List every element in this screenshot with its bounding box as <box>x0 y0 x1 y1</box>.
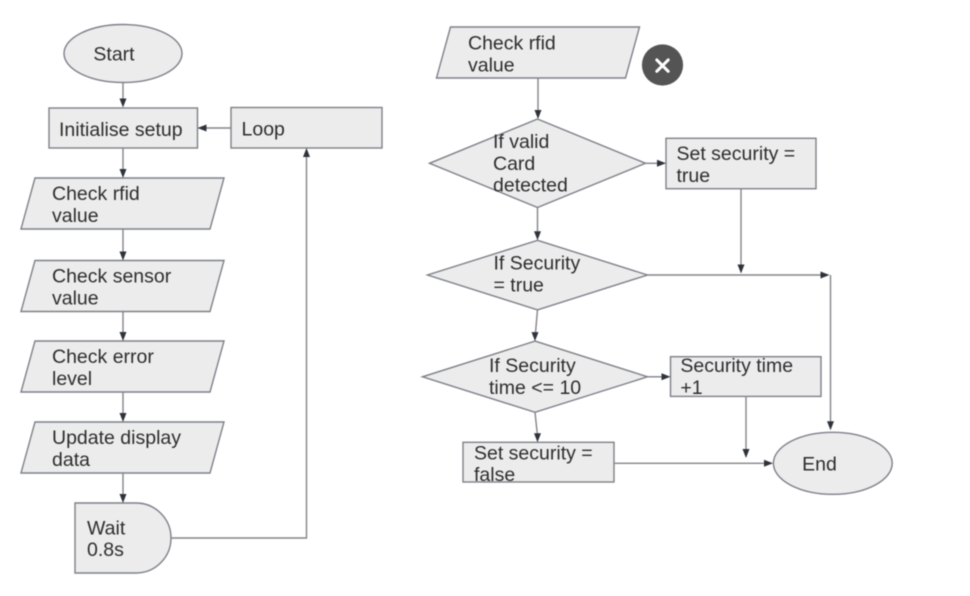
svg-text:End: End <box>802 454 837 476</box>
svg-text:Set security =: Set security = <box>474 443 593 465</box>
svg-text:If Security: If Security <box>489 355 576 377</box>
svg-text:value: value <box>468 55 515 77</box>
svg-text:Wait: Wait <box>87 517 126 539</box>
svg-text:Check sensor: Check sensor <box>52 266 172 288</box>
svg-text:If Security: If Security <box>494 253 581 275</box>
svg-text:Card: Card <box>493 153 535 175</box>
svg-text:Start: Start <box>93 44 135 66</box>
svg-text:0.8s: 0.8s <box>87 539 124 561</box>
svg-text:time <= 10: time <= 10 <box>489 377 581 399</box>
svg-text:detected: detected <box>493 174 568 196</box>
svg-text:Check error: Check error <box>52 346 154 368</box>
svg-text:level: level <box>52 368 92 390</box>
svg-text:Security time: Security time <box>680 355 793 377</box>
svg-text:false: false <box>474 464 515 486</box>
svg-text:+1: +1 <box>680 377 702 399</box>
svg-text:Check rfid: Check rfid <box>468 33 556 55</box>
svg-text:= true: = true <box>494 275 544 297</box>
svg-text:Check rfid: Check rfid <box>52 183 140 205</box>
svg-text:If valid: If valid <box>493 131 549 153</box>
svg-text:Loop: Loop <box>242 118 286 140</box>
svg-text:Set security =: Set security = <box>677 143 796 165</box>
svg-text:data: data <box>52 449 90 471</box>
svg-text:value: value <box>52 205 99 227</box>
svg-text:Update display: Update display <box>52 427 181 449</box>
svg-text:true: true <box>677 165 711 187</box>
svg-text:value: value <box>52 287 99 309</box>
svg-text:Initialise setup: Initialise setup <box>59 119 183 141</box>
